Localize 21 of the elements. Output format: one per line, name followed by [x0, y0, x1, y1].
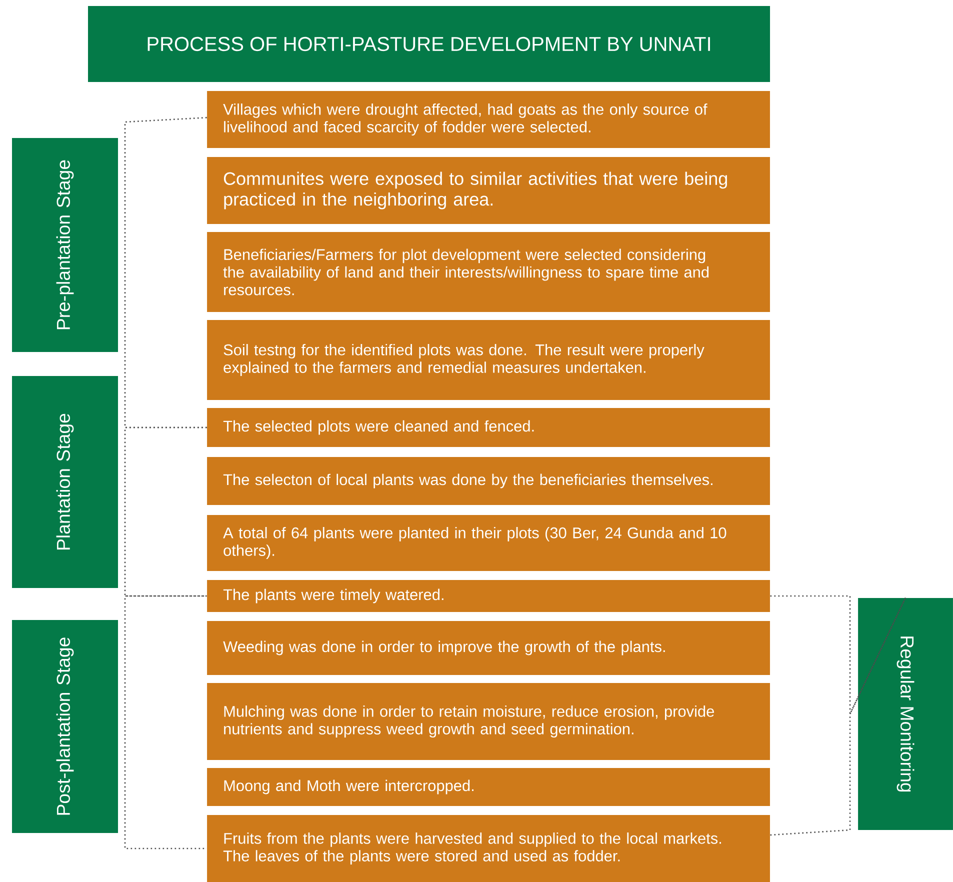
- dotted-connector: [124, 426, 207, 597]
- step-box: Moong and Moth were intercropped.: [207, 768, 770, 806]
- step-box: Communites were exposed to similar activities that were being practiced in the neighboring area.: [207, 157, 770, 224]
- step-box: Beneficiaries/Farmers for plot development were selected considering the availability of land and their interests/willingness to spare time and resources.: [207, 232, 770, 312]
- dotted-connector: [124, 595, 207, 850]
- step-box: The plants were timely watered.: [207, 580, 770, 612]
- title-banner: PROCESS OF HORTI-PASTURE DEVELOPMENT BY UNNATI: [88, 6, 770, 82]
- dotted-connector: [770, 597, 906, 836]
- step-box: Mulching was done in order to retain moisture, reduce erosion, provide nutrients and suppress weed growth and seed germination.: [207, 682, 770, 760]
- step-box: Weeding was done in order to improve the growth of the plants.: [207, 621, 770, 675]
- dotted-connector: [124, 116, 207, 428]
- step-box: A total of 64 plants were planted in their plots (30 Ber, 24 Gunda and 10 others).: [207, 515, 770, 571]
- step-box: The selecton of local plants was done by the beneficiaries themselves.: [207, 457, 770, 505]
- step-box: Villages which were drought affected, had goats as the only source of livelihood and faced scarcity of fodder were selected.: [207, 90, 770, 148]
- stage-box: Post-plantation Stage: [12, 620, 118, 834]
- stage-box: Plantation Stage: [12, 376, 118, 588]
- stage-box: Pre-plantation Stage: [12, 138, 118, 352]
- step-box: The selected plots were cleaned and fenced.: [207, 408, 770, 447]
- step-box: Soil testng for the identified plots was done. The result were properly explained to the farmers and remedial measures undertaken.: [207, 320, 770, 400]
- monitoring-box: Regular Monitoring: [858, 598, 953, 830]
- step-box: Fruits from the plants were harvested and supplied to the local markets. The leaves of the plants were stored and used as fodder.: [207, 815, 770, 882]
